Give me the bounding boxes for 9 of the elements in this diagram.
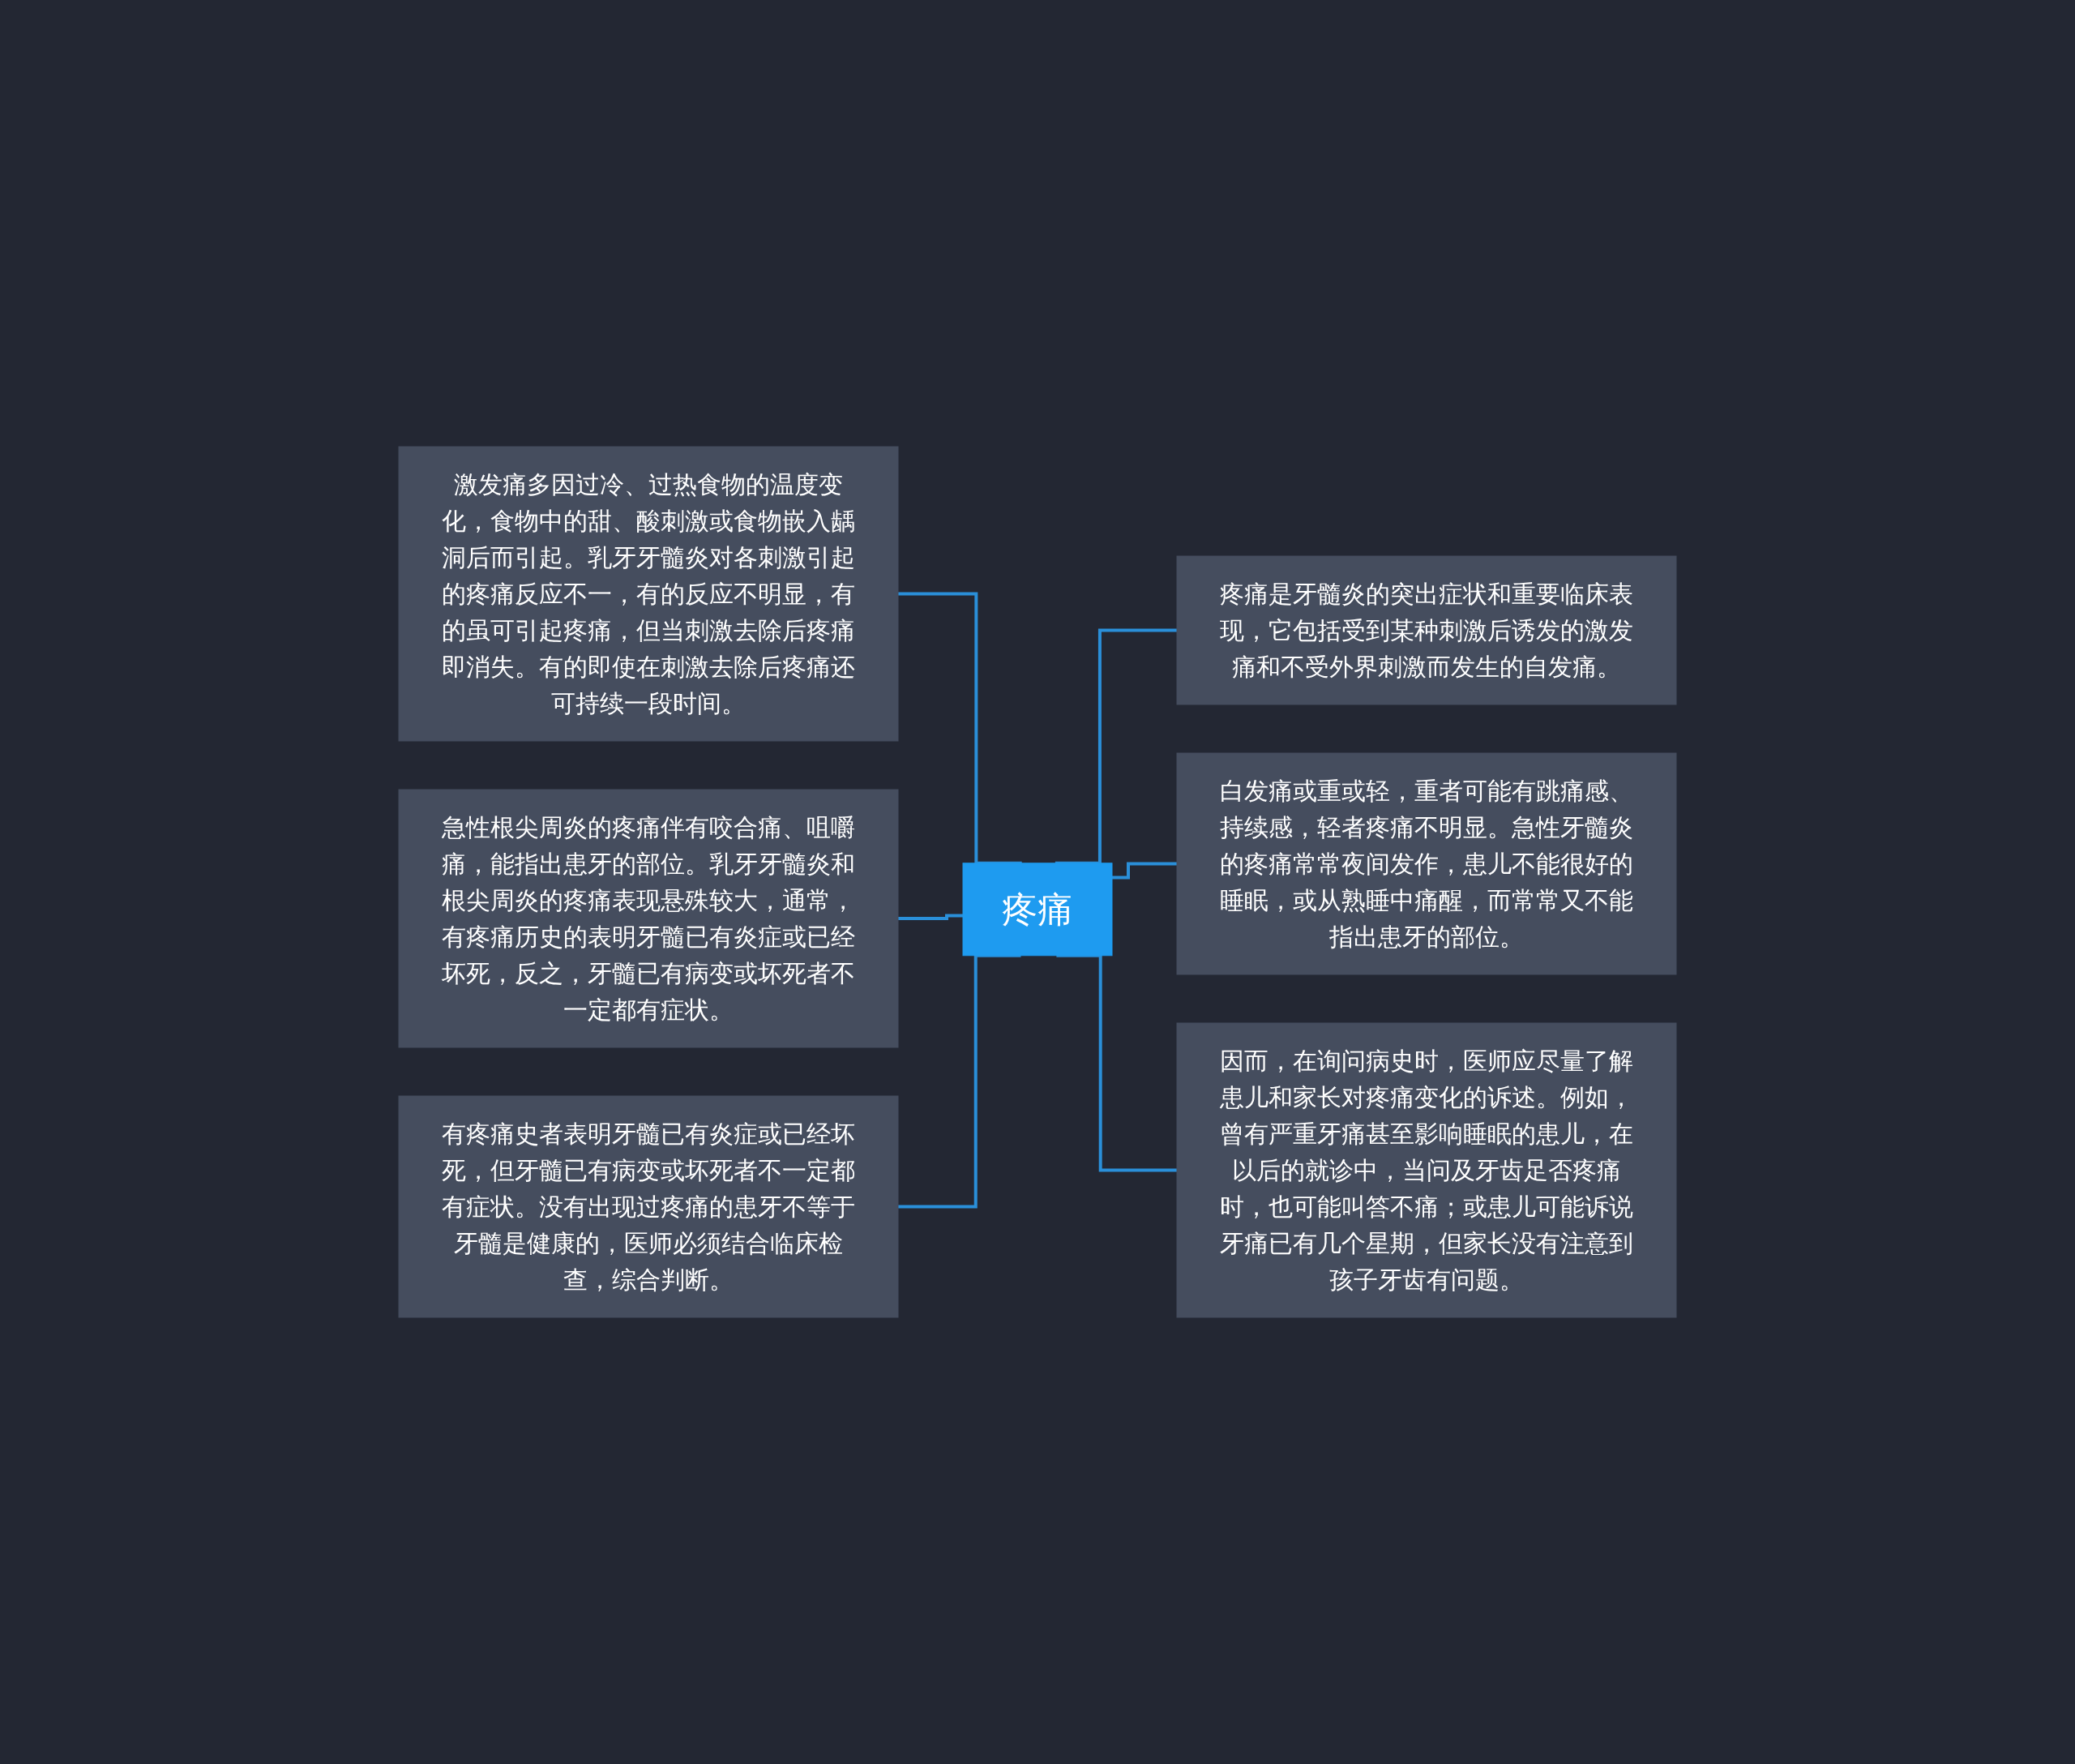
node-box: 因而，在询问病史时，医师应尽量了解患儿和家长对疼痛变化的诉述。例如，曾有严重牙痛甚至影响睡眠的患儿，在以后的就诊中，当问及牙齿足否疼痛时，也可能叫答不痛；或患儿可能诉说牙痛已有几个星期，但家长没有注意到孩子牙齿有问题。: [1176, 1022, 1677, 1318]
connector: [1112, 862, 1177, 880]
node-box: 白发痛或重或轻，重者可能有跳痛感、持续感，轻者疼痛不明显。急性牙髓炎的疼痛常常夜间发作，患儿不能很好的睡眠，或从熟睡中痛醒，而常常又不能指出患牙的部位。: [1176, 752, 1677, 975]
node-box: 激发痛多因过冷、过热食物的温度变化，食物中的甜、酸刺激或食物嵌入龋洞后而引起。乳牙牙髓炎对各刺激引起的疼痛反应不一，有的反应不明显，有的虽可引起疼痛，但当刺激去除后疼痛即消失。有的即使在刺激去除后疼痛还可持续一段时间。: [398, 446, 899, 742]
node-box: 疼痛: [962, 863, 1113, 957]
node-box: 急性根尖周炎的疼痛伴有咬合痛、咀嚼痛，能指出患牙的部位。乳牙牙髓炎和根尖周炎的疼痛表现悬殊较大，通常，有疼痛历史的表明牙髓已有炎症或已经坏死，反之，牙髓已有病变或坏死者不一定都有症状。: [398, 789, 899, 1048]
node-box: 有疼痛史者表明牙髓已有炎症或已经坏死，但牙髓已有病变或坏死者不一定都有症状。没有出现过疼痛的患牙不等于牙髓是健康的，医师必须结合临床检查，综合判断。: [398, 1095, 899, 1318]
connector: [898, 914, 963, 920]
node-box: 疼痛是牙髓炎的突出症状和重要临床表现，它包括受到某种刺激后诱发的激发痛和不受外界刺激而发生的自发痛。: [1176, 555, 1677, 705]
